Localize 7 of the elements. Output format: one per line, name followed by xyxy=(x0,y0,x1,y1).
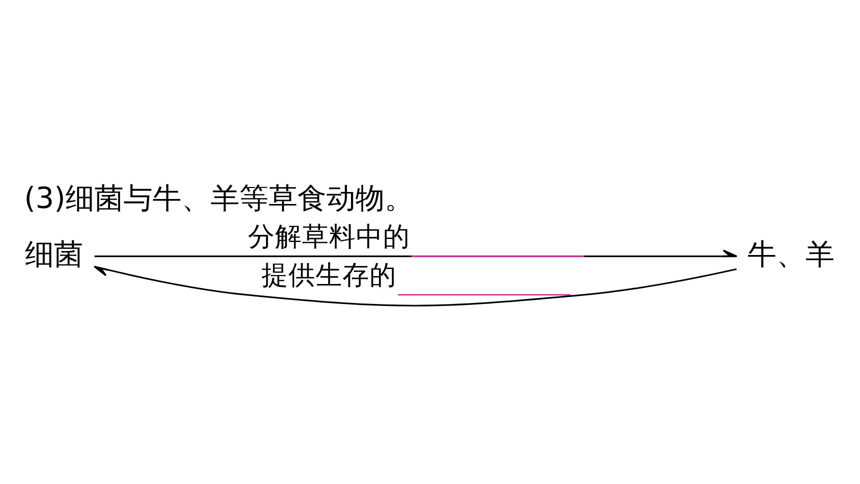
edge-label: 提供生存的 xyxy=(261,260,396,291)
node-text: 细菌 xyxy=(25,236,84,270)
node-text: 牛、羊 xyxy=(748,236,835,270)
arrow xyxy=(94,249,738,257)
edge-label: 分解草料中的 xyxy=(248,221,410,252)
diagram-title: (3)细菌与牛、羊等草食动物。 xyxy=(24,180,414,214)
arrow xyxy=(94,265,737,306)
